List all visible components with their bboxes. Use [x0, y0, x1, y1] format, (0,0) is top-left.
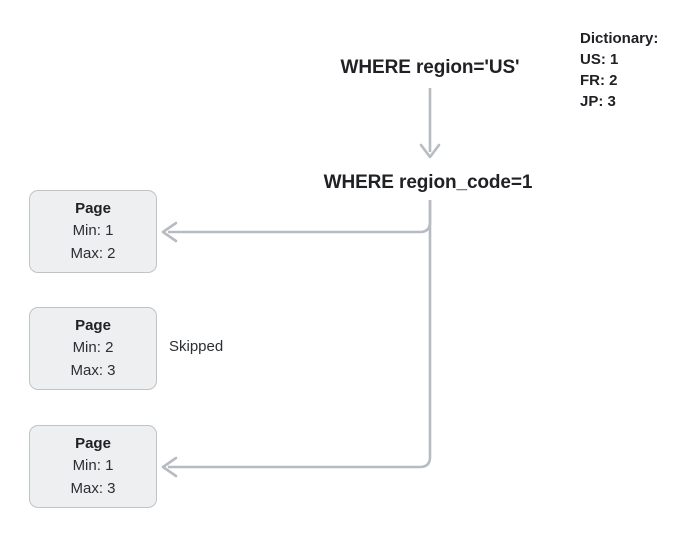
page-box: Page Min: 2 Max: 3	[29, 307, 157, 390]
dictionary-entry-us: US: 1	[580, 51, 619, 68]
skipped-annotation: Skipped	[169, 338, 224, 355]
arrow-query-rewrite	[419, 88, 441, 159]
dictionary-entry-fr: FR: 2	[580, 72, 618, 89]
query-rewritten-label: WHERE region_code=1	[323, 172, 533, 193]
query-original-label: WHERE region='US'	[340, 57, 520, 78]
page-box-max: Max: 3	[70, 479, 116, 497]
page-box-max: Max: 3	[70, 361, 116, 379]
dictionary-entry-jp: JP: 3	[580, 93, 616, 110]
page-box: Page Min: 1 Max: 3	[29, 425, 157, 508]
page-box: Page Min: 1 Max: 2	[29, 190, 157, 273]
page-box-max: Max: 2	[70, 244, 116, 262]
page-box-min: Min: 1	[72, 221, 114, 239]
arrow-to-page-0	[161, 200, 432, 243]
page-box-min: Min: 1	[72, 456, 114, 474]
page-box-title: Page	[75, 316, 111, 334]
page-box-title: Page	[75, 199, 111, 217]
page-box-title: Page	[75, 434, 111, 452]
dictionary-legend: Dictionary: US: 1 FR: 2 JP: 3	[580, 28, 658, 112]
dictionary-heading: Dictionary:	[580, 30, 659, 47]
page-box-min: Min: 2	[72, 338, 114, 356]
